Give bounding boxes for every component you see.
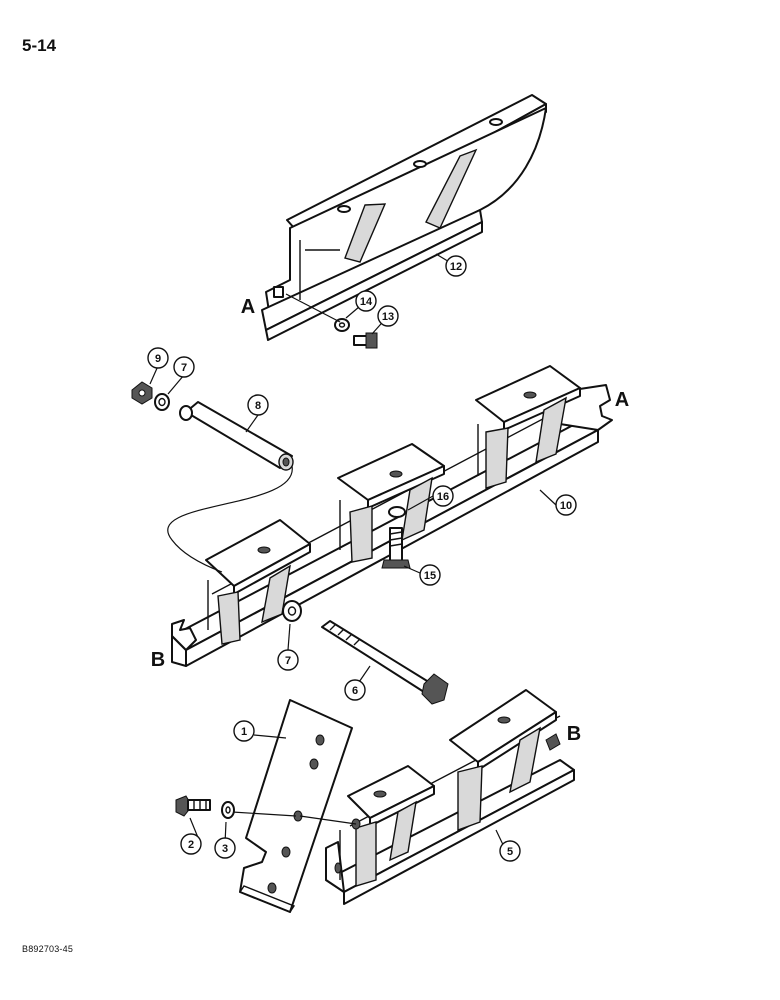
- svg-text:8: 8: [255, 400, 261, 412]
- svg-text:2: 2: [188, 839, 194, 851]
- callout-6: 6: [344, 679, 366, 701]
- part-6-bolt: [321, 620, 449, 705]
- svg-text:7: 7: [285, 655, 291, 667]
- ref-letter-b-middle: B: [151, 649, 165, 671]
- callout-3: 3: [214, 837, 236, 859]
- part-1-plate: [238, 699, 353, 913]
- part-5-lower-rail: [325, 689, 575, 905]
- part-16-washer: [388, 506, 406, 518]
- callout-8: 8: [247, 394, 269, 416]
- svg-text:14: 14: [360, 296, 373, 308]
- callout-2: 2: [180, 833, 202, 855]
- callout-15: 15: [419, 564, 441, 586]
- ref-letter-a-upper: A: [241, 296, 255, 318]
- callout-5: 5: [499, 840, 521, 862]
- callout-9: 9: [147, 347, 169, 369]
- part-14-washer: [334, 318, 350, 332]
- svg-text:13: 13: [382, 311, 394, 323]
- callout-16: 16: [432, 485, 454, 507]
- ref-letter-b-lower: B: [567, 723, 581, 745]
- document-code: B892703-45: [22, 944, 74, 954]
- part-7-washer-lower: [282, 600, 302, 622]
- svg-text:1: 1: [241, 726, 247, 738]
- svg-text:7: 7: [181, 362, 187, 374]
- part-8-pin: [179, 401, 294, 471]
- part-2-bolt: [175, 795, 211, 817]
- part-3-washer: [221, 801, 235, 819]
- part-12-upper-rail: [261, 94, 547, 341]
- svg-text:15: 15: [424, 570, 436, 582]
- part-9-nut: [131, 381, 153, 405]
- callout-7-upper: 7: [173, 356, 195, 378]
- svg-text:16: 16: [437, 491, 449, 503]
- svg-text:6: 6: [352, 685, 358, 697]
- svg-text:5: 5: [507, 846, 513, 858]
- part-7-washer-upper: [154, 393, 170, 411]
- svg-text:9: 9: [155, 353, 161, 365]
- callout-1: 1: [233, 720, 255, 742]
- svg-text:10: 10: [560, 500, 572, 512]
- ref-letter-a-middle: A: [615, 389, 629, 411]
- callout-7-lower: 7: [277, 649, 299, 671]
- page-number: 5-14: [22, 36, 57, 55]
- callout-10: 10: [555, 494, 577, 516]
- callout-12: 12: [445, 255, 467, 277]
- callout-13: 13: [377, 305, 399, 327]
- svg-text:3: 3: [222, 843, 228, 855]
- svg-text:12: 12: [450, 261, 462, 273]
- part-15-bolt: [381, 527, 411, 569]
- callout-14: 14: [355, 290, 377, 312]
- part-13-bolt: [353, 332, 378, 349]
